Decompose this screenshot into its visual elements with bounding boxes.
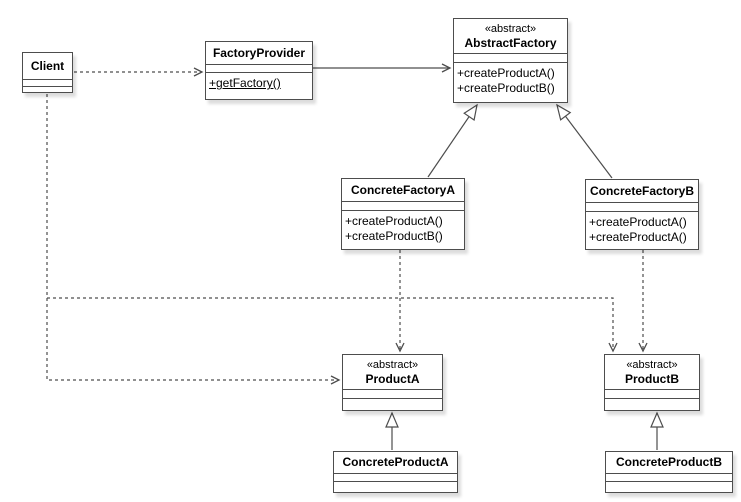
class-factory-provider[interactable]: FactoryProvider +getFactory() [205,41,313,100]
class-concrete-factory-b-header: ConcreteFactoryB [586,180,698,203]
class-abstract-factory-header: «abstract» AbstractFactory [454,19,567,54]
method-createproducta-duplicate: +createProductA() [589,230,687,244]
class-stereotype: «abstract» [484,22,537,35]
class-abstract-factory[interactable]: «abstract» AbstractFactory +createProduc… [453,18,568,103]
class-concrete-factory-b[interactable]: ConcreteFactoryB +createProductA() +crea… [585,179,699,250]
class-product-b-header: «abstract» ProductB [605,355,699,390]
class-concrete-product-b-methods [606,482,732,492]
class-name: Client [30,58,65,73]
class-product-a-header: «abstract» ProductA [343,355,442,390]
class-concrete-factory-a-attributes [342,202,464,211]
class-factory-provider-methods: +getFactory() [206,73,312,99]
method-createproducta: +createProductA() [589,215,687,229]
class-stereotype: «abstract» [626,358,678,371]
class-name: ProductB [625,371,679,386]
class-abstract-factory-attributes [454,54,567,63]
class-product-b-attributes [605,390,699,399]
class-concrete-product-a[interactable]: ConcreteProductA [333,451,458,493]
class-product-a[interactable]: «abstract» ProductA [342,354,443,411]
class-product-a-methods [343,399,442,410]
edge-concretefactorya-abstractfactory [427,103,478,178]
class-client-attributes [23,80,72,87]
class-name: AbstractFactory [464,35,557,50]
class-concrete-factory-b-methods: +createProductA() +createProductA() [586,212,698,249]
edge-client-productb [47,297,618,353]
class-concrete-product-a-methods [334,482,457,492]
class-concrete-factory-a[interactable]: ConcreteFactoryA +createProductA() +crea… [341,178,465,250]
class-name: ConcreteProductA [342,455,449,469]
method-getfactory: +getFactory() [209,76,281,90]
edge-client-producta [46,94,341,385]
class-product-b[interactable]: «abstract» ProductB [604,354,700,411]
class-concrete-product-a-header: ConcreteProductA [334,452,457,474]
class-product-a-attributes [343,390,442,399]
class-abstract-factory-methods: +createProductA() +createProductB() [454,63,567,102]
class-concrete-factory-a-methods: +createProductA() +createProductB() [342,211,464,249]
class-concrete-product-b-attributes [606,474,732,482]
class-concrete-product-b[interactable]: ConcreteProductB [605,451,733,493]
class-client-methods [23,87,72,92]
class-stereotype: «abstract» [366,358,419,371]
method-createproductb: +createProductB() [345,229,443,243]
class-concrete-product-b-header: ConcreteProductB [606,452,732,474]
class-concrete-product-a-attributes [334,474,457,482]
class-name: ProductA [365,371,420,386]
class-concrete-factory-a-header: ConcreteFactoryA [342,179,464,202]
method-createproducta: +createProductA() [457,66,555,80]
class-product-b-methods [605,399,699,410]
method-createproductb: +createProductB() [457,81,555,95]
class-factory-provider-attributes [206,65,312,73]
class-name: FactoryProvider [212,45,306,60]
class-concrete-factory-b-attributes [586,203,698,212]
method-createproducta: +createProductA() [345,214,443,228]
class-name: ConcreteFactoryA [350,182,456,197]
class-factory-provider-header: FactoryProvider [206,42,312,65]
class-client[interactable]: Client [22,52,73,93]
class-name: ConcreteProductB [615,455,722,469]
class-name: ConcreteFactoryB [589,183,695,198]
class-client-header: Client [23,53,72,80]
edge-concretefactoryb-abstractfactory [556,103,613,179]
